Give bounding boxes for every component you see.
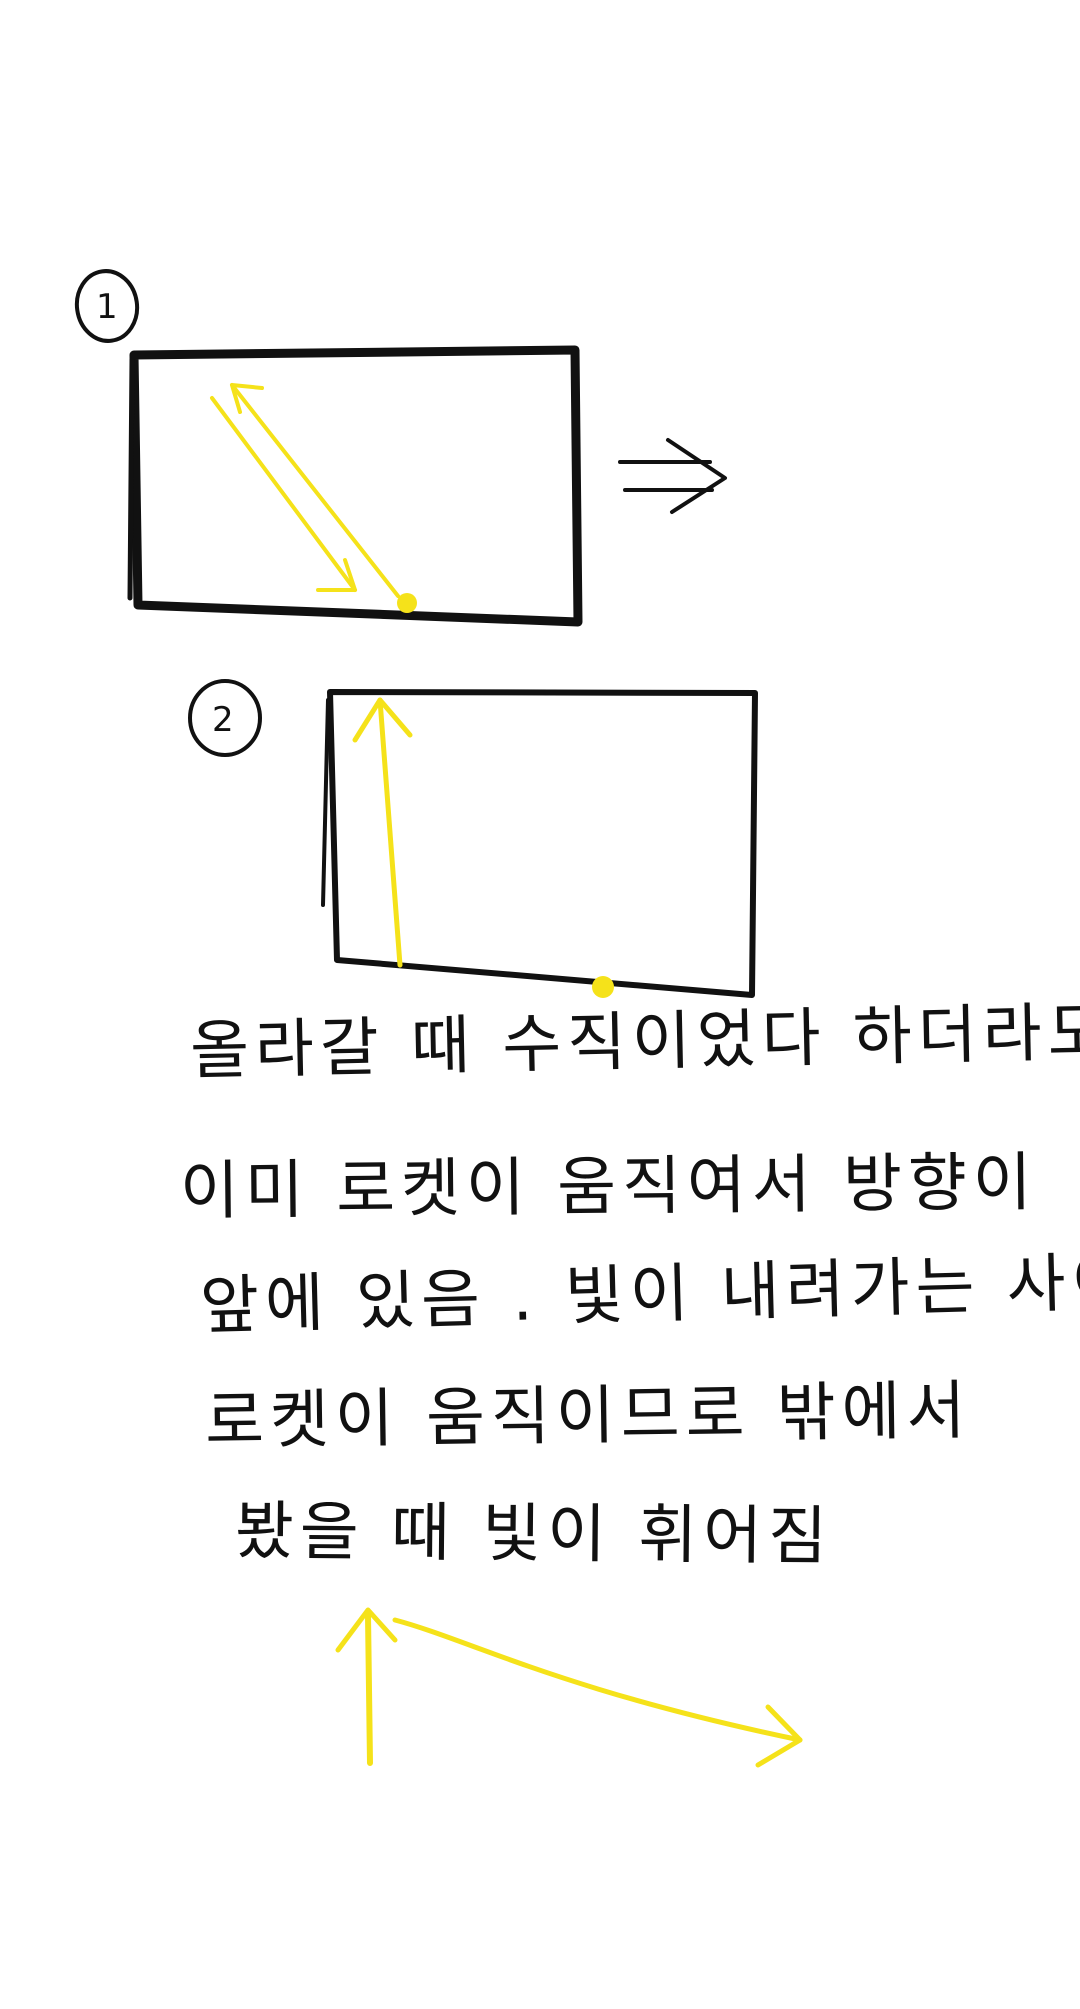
step-2-label: 2 <box>188 679 262 757</box>
note-line-4: 로켓이 움직이므로 밖에서 <box>204 1374 972 1459</box>
step-1-light-path <box>210 383 417 613</box>
note-line-5: 봤을 때 빛이 휘어짐 <box>234 1495 834 1575</box>
step-2-light-path <box>352 697 614 998</box>
note-line-2: 이미 로켓이 움직여서 방향이 <box>179 1146 1038 1229</box>
step-1-number: 1 <box>96 287 118 327</box>
step-2-number: 2 <box>212 700 234 740</box>
bent-light-arrows <box>335 1607 803 1768</box>
step-2-emitter-dot <box>592 976 614 998</box>
step-1-emitter-dot <box>397 593 417 613</box>
step-2-box <box>321 689 758 998</box>
step-1-label: 1 <box>74 269 140 343</box>
double-arrow-right-icon <box>618 438 727 514</box>
step-1-box <box>127 345 583 627</box>
